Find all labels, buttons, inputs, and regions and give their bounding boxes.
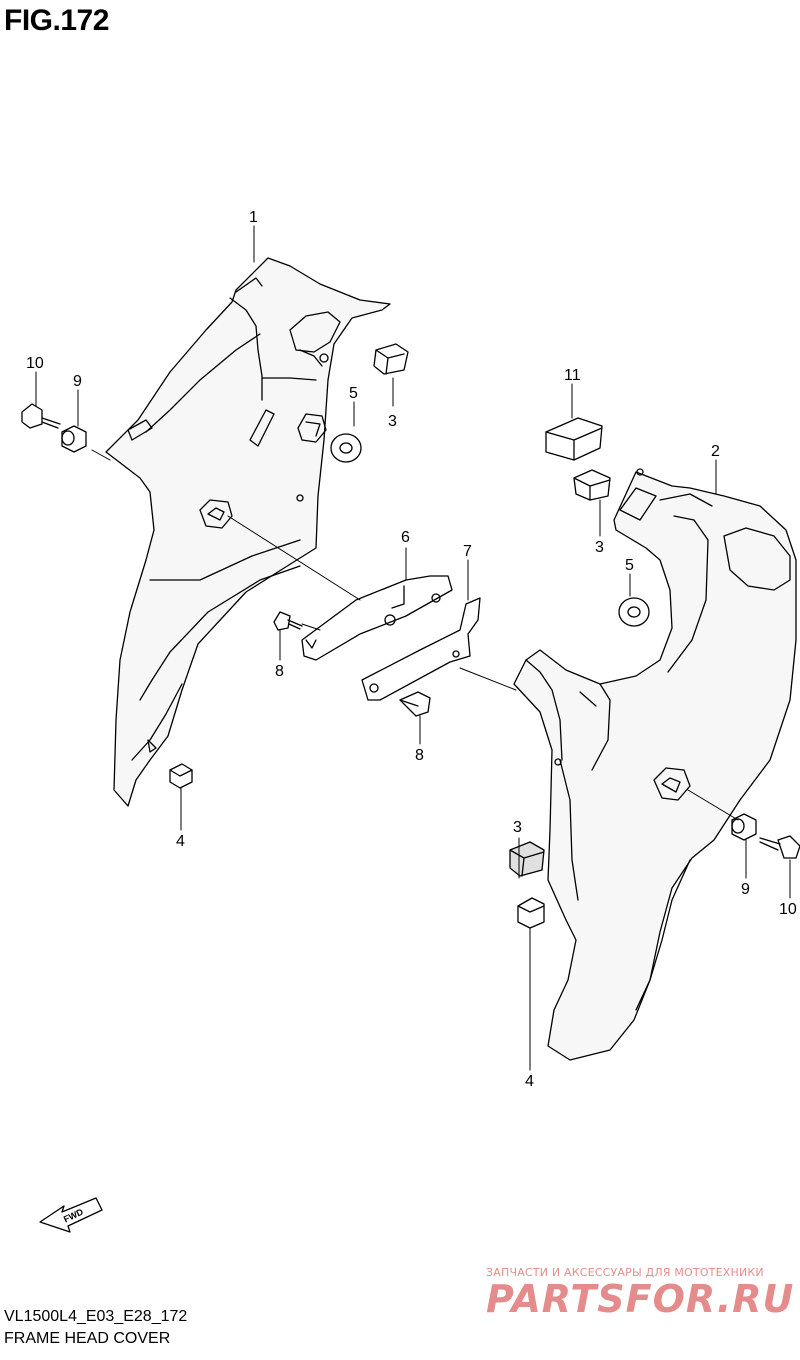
pad-11 — [545, 417, 603, 461]
callout-4: 4 — [525, 1073, 534, 1090]
callout-10: 10 — [779, 901, 797, 918]
clip-left — [297, 413, 327, 443]
cushion-3c — [509, 841, 545, 877]
collar-9a — [61, 425, 87, 453]
watermark: ЗАПЧАСТИ И АКСЕССУАРЫ ДЛЯ МОТОТЕХНИКИ PA… — [486, 1266, 795, 1321]
leader-lines — [35, 225, 791, 1071]
callout-6: 6 — [401, 529, 410, 546]
bolt-10a — [21, 403, 61, 429]
callout-11: 11 — [564, 367, 581, 384]
figure-title: FIG.172 — [4, 4, 109, 37]
right-frame-head-cover — [513, 468, 797, 1061]
bolt-8-lower — [399, 691, 431, 717]
callout-9: 9 — [741, 881, 750, 898]
callout-9: 9 — [73, 373, 82, 390]
grommet-5a — [330, 433, 362, 463]
callout-3: 3 — [388, 413, 397, 430]
model-code: VL1500L4_E03_E28_172 — [4, 1308, 188, 1325]
left-frame-head-cover — [105, 257, 391, 807]
bolt-10b — [759, 835, 800, 859]
figure-caption: FRAME HEAD COVER — [4, 1330, 171, 1347]
callout-3: 3 — [595, 539, 604, 556]
callout-1: 1 — [249, 209, 258, 226]
callout-5: 5 — [349, 385, 358, 402]
bolt-8-upper — [273, 611, 303, 631]
cushion-4a — [169, 763, 193, 789]
callout-8: 8 — [415, 747, 424, 764]
watermark-tagline: ЗАПЧАСТИ И АКСЕССУАРЫ ДЛЯ МОТОТЕХНИКИ — [486, 1266, 764, 1279]
callout-3: 3 — [513, 819, 522, 836]
callout-2: 2 — [711, 443, 720, 460]
callout-4: 4 — [176, 833, 185, 850]
bracket-6 — [301, 575, 453, 661]
callout-5: 5 — [625, 557, 634, 574]
cushion-3b — [573, 469, 611, 501]
grommet-5b — [618, 597, 650, 627]
watermark-logo: PARTSFOR.RU — [486, 1277, 795, 1321]
callout-7: 7 — [463, 543, 472, 560]
collar-9b — [731, 813, 757, 841]
callout-10: 10 — [26, 355, 44, 372]
fwd-arrow-icon — [39, 1197, 103, 1233]
callout-8: 8 — [275, 663, 284, 680]
bracket-7 — [361, 597, 481, 701]
cushion-3a — [373, 343, 409, 375]
cushion-4b — [517, 897, 545, 929]
